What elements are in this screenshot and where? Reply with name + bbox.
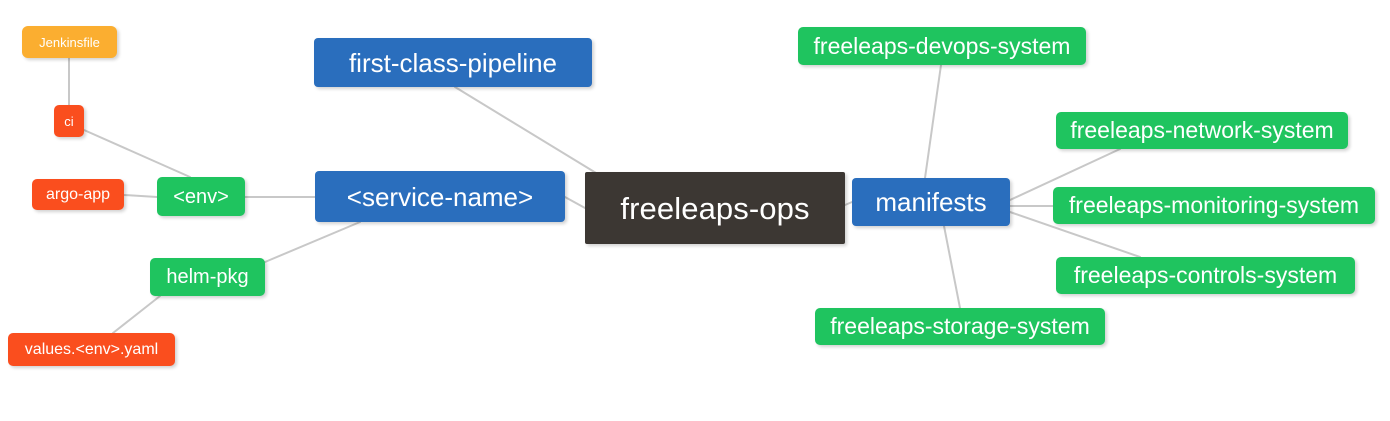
edge-manifests-to-devops <box>924 64 942 179</box>
node-manifests[interactable]: manifests <box>852 178 1010 226</box>
node-values[interactable]: values.<env>.yaml <box>8 333 175 366</box>
node-pipeline[interactable]: first-class-pipeline <box>314 38 592 87</box>
edge-manifests-to-storage <box>943 225 961 309</box>
node-monitoring[interactable]: freeleaps-monitoring-system <box>1053 187 1375 224</box>
node-controls[interactable]: freeleaps-controls-system <box>1056 257 1355 294</box>
edge-helm-to-values <box>112 295 161 334</box>
edge-root-to-pipeline <box>454 86 602 177</box>
node-jenkins[interactable]: Jenkinsfile <box>22 26 117 58</box>
edge-env-to-ci <box>83 129 191 178</box>
node-root[interactable]: freeleaps-ops <box>585 172 845 244</box>
node-env[interactable]: <env> <box>157 177 245 216</box>
edge-root-to-service <box>564 196 586 209</box>
node-storage[interactable]: freeleaps-storage-system <box>815 308 1105 345</box>
edge-env-to-argo <box>123 194 158 198</box>
node-helm[interactable]: helm-pkg <box>150 258 265 296</box>
edge-service-to-helm <box>264 221 361 263</box>
node-devops[interactable]: freeleaps-devops-system <box>798 27 1086 65</box>
node-argo[interactable]: argo-app <box>32 179 124 210</box>
node-network[interactable]: freeleaps-network-system <box>1056 112 1348 149</box>
node-ci[interactable]: ci <box>54 105 84 137</box>
edge-root-to-manifests <box>844 201 853 206</box>
node-service[interactable]: <service-name> <box>315 171 565 222</box>
